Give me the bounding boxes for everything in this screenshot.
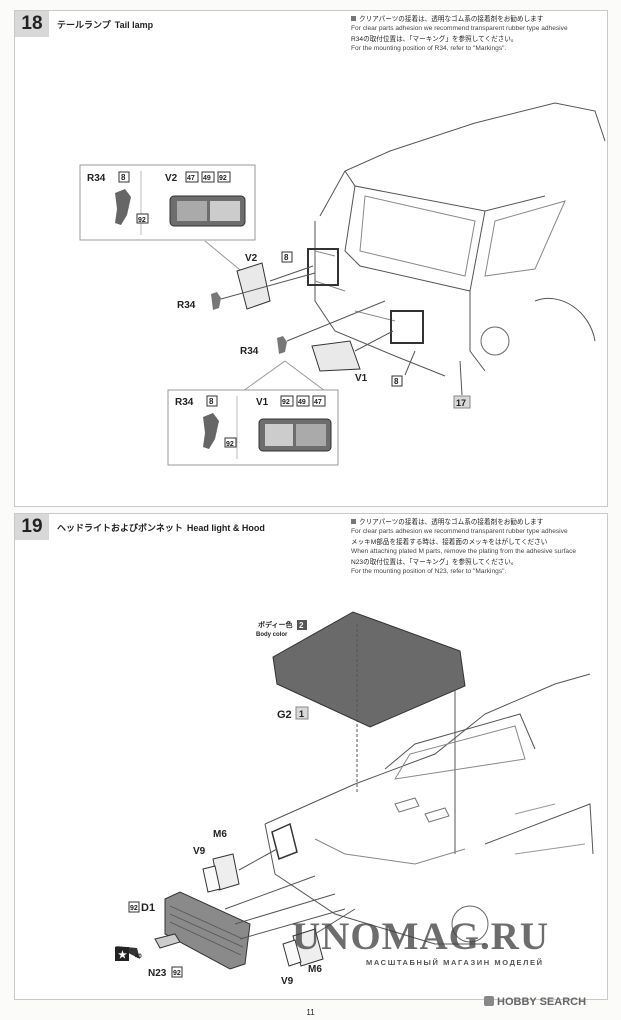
label-v9: V9 [281,976,294,987]
color-code-8: 8 [394,377,399,386]
note-clear-parts: クリアパーツの接着は、透明なゴム系の接着剤をお勧めします For clear p… [351,16,603,33]
watermark-main: UNOMAG.RU [292,915,550,958]
r34-part-icon [115,189,131,225]
headlight-recess [271,822,298,861]
v9-part-icon [282,939,302,967]
color-code-8: 8 [209,397,214,406]
note-clear-parts: クリアパーツの接着は、透明なゴム系の接着剤をお勧めします For clear p… [351,519,603,536]
n23-part-icon [154,933,181,949]
note-r34-position: R34の取付位置は、「マーキング」を参照してください。 For the moun… [351,36,603,53]
step-title-jp: ヘッドライトおよびボンネット [57,523,183,533]
note-n23-position: N23の取付位置は、「マーキング」を参照してください。 For the moun… [351,559,603,576]
headlight-hood-diagram: ボディー色 2 Body color G2 1 M6 V9 9 [115,611,594,987]
color-code-92: 92 [282,399,290,406]
label-v9: V9 [193,846,206,857]
color-code-47: 47 [314,399,322,406]
step-title-en: Head light & Hood [186,523,265,533]
v2-part-icon [236,262,271,310]
label-n23: N23 [148,968,167,979]
car-rear-body [314,102,606,377]
label-r34: R34 [87,173,106,184]
color-code-1: 1 [299,709,304,719]
r34-part-icon [203,413,219,449]
note-text-jp: R34の取付位置は、「マーキング」を参照してください。 [351,36,518,44]
label-r34: R34 [177,300,196,311]
body-color-label-jp: ボディー色 [258,620,293,629]
note-text-en: For clear parts adhesion we recommend tr… [351,527,568,535]
note-text-jp: N23の取付位置は、「マーキング」を参照してください。 [351,559,518,567]
note-text-jp: クリアパーツの接着は、透明なゴム系の接着剤をお勧めします [359,16,544,23]
note-text-en: For the mounting position of R34, refer … [351,44,507,52]
brand-logo-icon [484,996,494,1006]
note-plated-parts: メッキM部品を接着する時は、接着面のメッキをはがしてください When atta… [351,539,603,556]
step-number: 19 [15,514,49,540]
label-r34: R34 [240,346,259,357]
label-v1: V1 [256,397,269,408]
color-code-49: 49 [203,175,211,182]
color-code-92: 92 [130,905,138,912]
step-notes: クリアパーツの接着は、透明なゴム系の接着剤をお勧めします For clear p… [351,16,603,56]
label-v1: V1 [355,373,368,384]
note-text-en: For the mounting position of N23, refer … [351,567,507,575]
color-code-92: 92 [219,175,227,182]
step-ref-17: 17 [456,398,466,408]
color-code-47: 47 [187,175,195,182]
footer-brand: HOBBY SEARCH [484,996,586,1008]
color-code-40: 40 [135,954,142,960]
color-code-2: 2 [299,621,304,630]
step-number: 18 [15,11,49,37]
label-m6: M6 [213,829,227,840]
label-v2: V2 [165,173,178,184]
step-title-en: Tail lamp [114,20,154,30]
note-bullet-icon [351,16,356,21]
watermark-sub: МАСШТАБНЫЙ МАГАЗИН МОДЕЛЕЙ [366,958,544,967]
label-m6: M6 [308,964,322,975]
label-v2: V2 [245,253,258,264]
r34-part-icon [211,292,221,310]
note-text-jp: メッキM部品を接着する時は、接着面のメッキをはがしてください [351,539,548,547]
label-r34: R34 [175,397,194,408]
step-title-jp: テールランプ [57,20,111,30]
color-code-8: 8 [284,253,289,262]
step-notes: クリアパーツの接着は、透明なゴム系の接着剤をお勧めします For clear p… [351,519,603,580]
color-code-8: 8 [121,173,126,182]
car-front-body [264,673,594,945]
color-code-92: 92 [226,441,234,448]
note-bullet-icon [351,519,356,524]
right-lamp-recess [390,310,424,344]
footer-brand-text: HOBBY SEARCH [497,996,587,1008]
left-lamp-recess [307,248,339,286]
optional-part-icon [115,947,129,961]
note-text-en: For clear parts adhesion we recommend tr… [351,24,568,32]
star-glyph: ★ [118,950,127,961]
page-number: 11 [306,1008,315,1017]
color-code-92: 92 [173,970,181,977]
r34-part-icon [277,336,287,354]
body-color-label-en: Body color [256,632,288,638]
note-text-jp: クリアパーツの接着は、透明なゴム系の接着剤をお勧めします [359,519,544,526]
color-code-92: 92 [138,217,146,224]
tail-lamp-diagram: R34 8 92 V2 47 49 92 V2 8 R34 R34 V1 8 [79,102,606,466]
hood-part-icon [272,611,466,728]
v1-part-icon [311,340,361,372]
label-d1: D1 [141,902,155,914]
note-text-en: When attaching plated M parts, remove th… [351,547,577,555]
grille-part-icon [164,891,251,970]
color-code-49: 49 [298,399,306,406]
label-g2: G2 [277,709,292,721]
v9-part-icon [202,865,221,893]
